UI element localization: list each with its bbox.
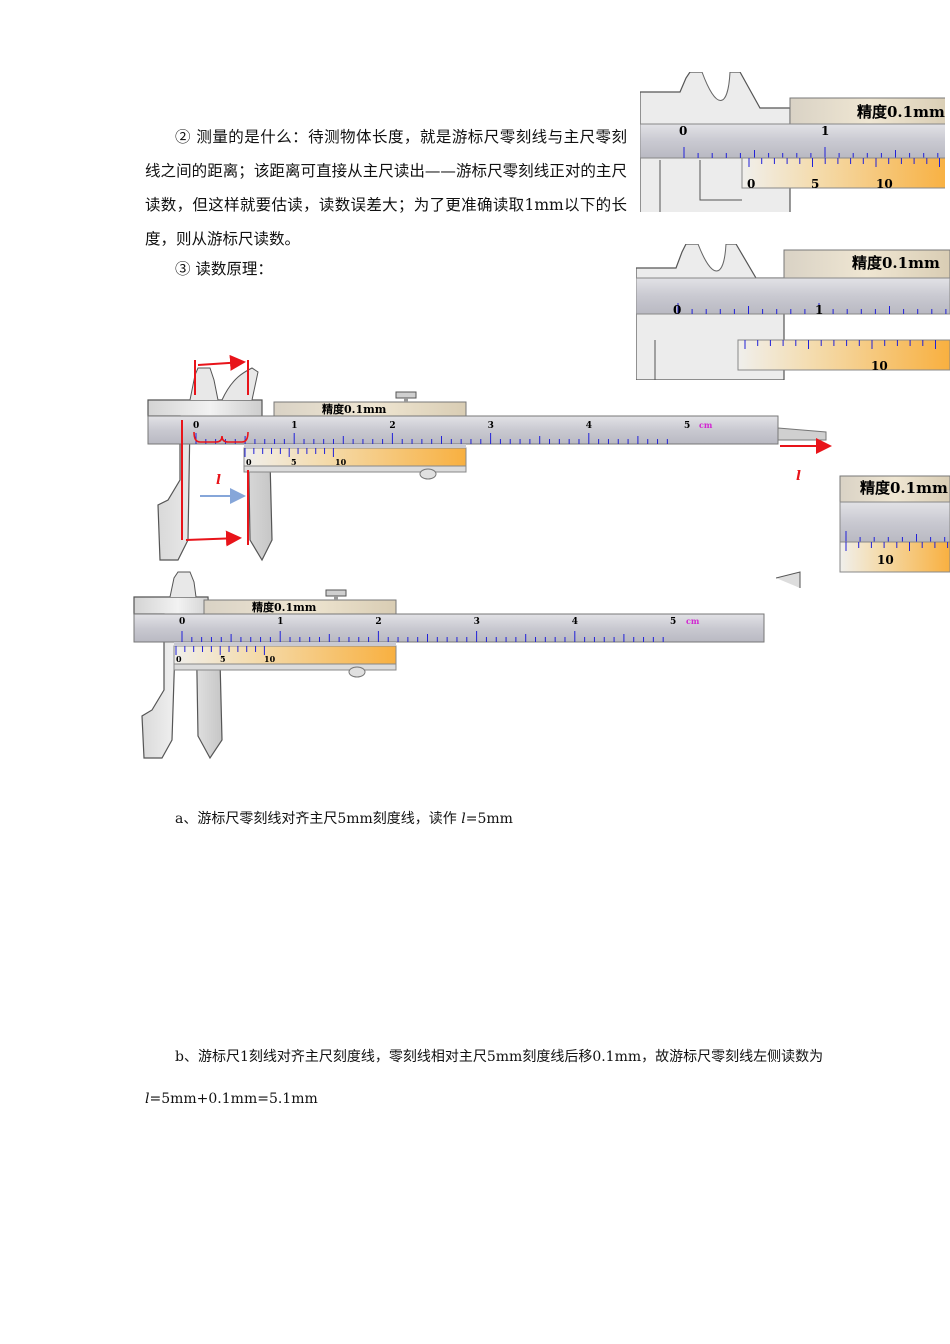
zoom3-vernier-number-10: 10	[877, 553, 894, 567]
vernier-number-5: 5	[291, 457, 297, 467]
vernier-scale-ticks	[244, 448, 334, 457]
zoom-panel-1: 精度0.1mm 0 1 0 5 10	[640, 72, 945, 212]
main-number: 4	[572, 617, 578, 627]
length-symbol-right: l	[796, 469, 801, 484]
main-number: 3	[474, 617, 480, 627]
main-scale-ticks	[195, 433, 668, 444]
caliper-diagram-annotated: 精度0.1mm 0 1 2 3 4 5 cm 0 5 10 l l	[147, 354, 832, 562]
length-brace	[193, 431, 249, 443]
zoom1-vernier-number-0: 0	[747, 177, 755, 191]
length-arrow-bottom	[185, 530, 242, 547]
unit2-label: cm	[686, 616, 700, 626]
zoom-panel-3: 精度0.1mm 10	[776, 470, 950, 588]
main-number: 0	[179, 617, 185, 627]
length-arrow-top	[197, 354, 246, 371]
main-number: 0	[193, 421, 199, 431]
main-number: 2	[375, 617, 381, 627]
zoom1-main-number-0: 0	[679, 124, 687, 138]
vernier2-number-0: 0	[176, 654, 182, 664]
main2-scale-numbers: 0 1 2 3 4 5	[179, 617, 676, 627]
paragraph-case-b: b、游标尺1刻线对齐主尺刻度线，零刻线相对主尺5mm刻度线后移0.1mm，故游标…	[145, 1049, 824, 1107]
length-symbol-middle: l	[216, 473, 221, 488]
main2-precision-label: 精度0.1mm	[252, 600, 317, 614]
vernier2-number-10: 10	[264, 654, 276, 664]
unit-label: cm	[699, 420, 713, 430]
vernier-number-0: 0	[246, 457, 252, 467]
main-number: 4	[586, 421, 592, 431]
main-number: 2	[389, 421, 395, 431]
zoom2-main-number-1: 1	[815, 303, 823, 317]
zoom1-vernier-ticks	[748, 158, 940, 167]
zoom1-main-number-1: 1	[821, 124, 829, 138]
caliper-diagram-zero: 精度0.1mm 0 1 2 3 4 5 cm 0 5 10	[133, 571, 765, 760]
zoom1-precision-label: 精度0.1mm	[857, 103, 945, 121]
zoom2-vernier-ticks	[744, 340, 936, 349]
main-precision-label: 精度0.1mm	[322, 402, 387, 416]
zoom2-vernier-number-10: 10	[871, 359, 888, 373]
zoom3-main-ticks	[845, 531, 946, 542]
zoom2-precision-label: 精度0.1mm	[852, 254, 940, 272]
zoom2-main-number-0: 0	[673, 303, 681, 317]
vernier2-number-5: 5	[220, 654, 226, 664]
zoom2-main-ticks	[677, 303, 947, 314]
zoom-panel-2: 精度0.1mm 0 1 10	[636, 244, 950, 380]
main-number: 5	[670, 617, 676, 627]
zoom1-vernier-number-5: 5	[811, 177, 819, 191]
main-scale-numbers: 0 1 2 3 4 5	[193, 421, 690, 431]
main-number: 1	[291, 421, 297, 431]
vernier2-scale-ticks	[175, 646, 265, 655]
main-number: 3	[488, 421, 494, 431]
vernier-number-10: 10	[335, 457, 347, 467]
main2-scale-ticks	[181, 631, 664, 642]
main-number: 5	[684, 421, 690, 431]
main-number: 1	[277, 617, 283, 627]
paragraph-principle-heading: ③ 读数原理：	[175, 260, 273, 278]
paragraph-case-a: a、游标尺零刻线对齐主尺5mm刻度线，读作 l=5mm	[175, 811, 513, 827]
zoom1-vernier-number-10: 10	[876, 177, 893, 191]
zoom3-vernier-ticks	[845, 542, 949, 551]
zoom3-precision-label: 精度0.1mm	[860, 479, 948, 497]
zoom1-main-ticks	[683, 147, 939, 158]
paragraph-measurement: ② 测量的是什么：待测物体长度，就是游标尺零刻线与主尺零刻线之间的距离；该距离可…	[145, 128, 627, 248]
